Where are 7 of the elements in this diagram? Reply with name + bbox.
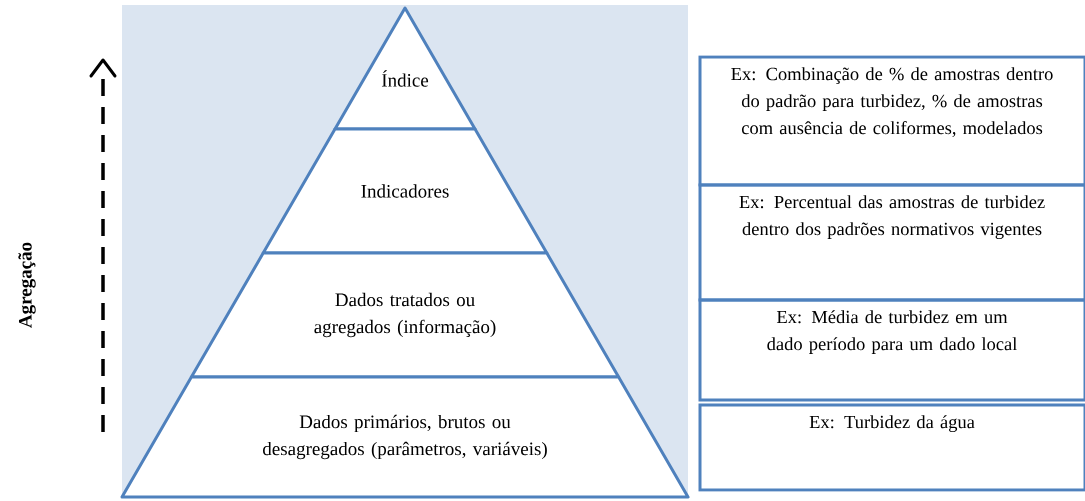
example-box: Ex: Média de turbidez em um dado período para um dado local xyxy=(698,298,1085,402)
example-box: Ex: Turbidez da água xyxy=(698,403,1085,492)
example-box: Ex: Combinação de % de amostras dentro do padrão para turbidez, % de amostras com ausência de coliformes, modelados xyxy=(698,55,1085,187)
example-box: Ex: Percentual das amostras de turbidez dentro dos padrões normativos vigentes xyxy=(698,183,1085,302)
pyramid-level: Dados tratados ou agregados (informação) xyxy=(189,251,621,379)
pyramid-level: Índice xyxy=(333,6,477,131)
axis-label: Agregação xyxy=(18,242,36,328)
